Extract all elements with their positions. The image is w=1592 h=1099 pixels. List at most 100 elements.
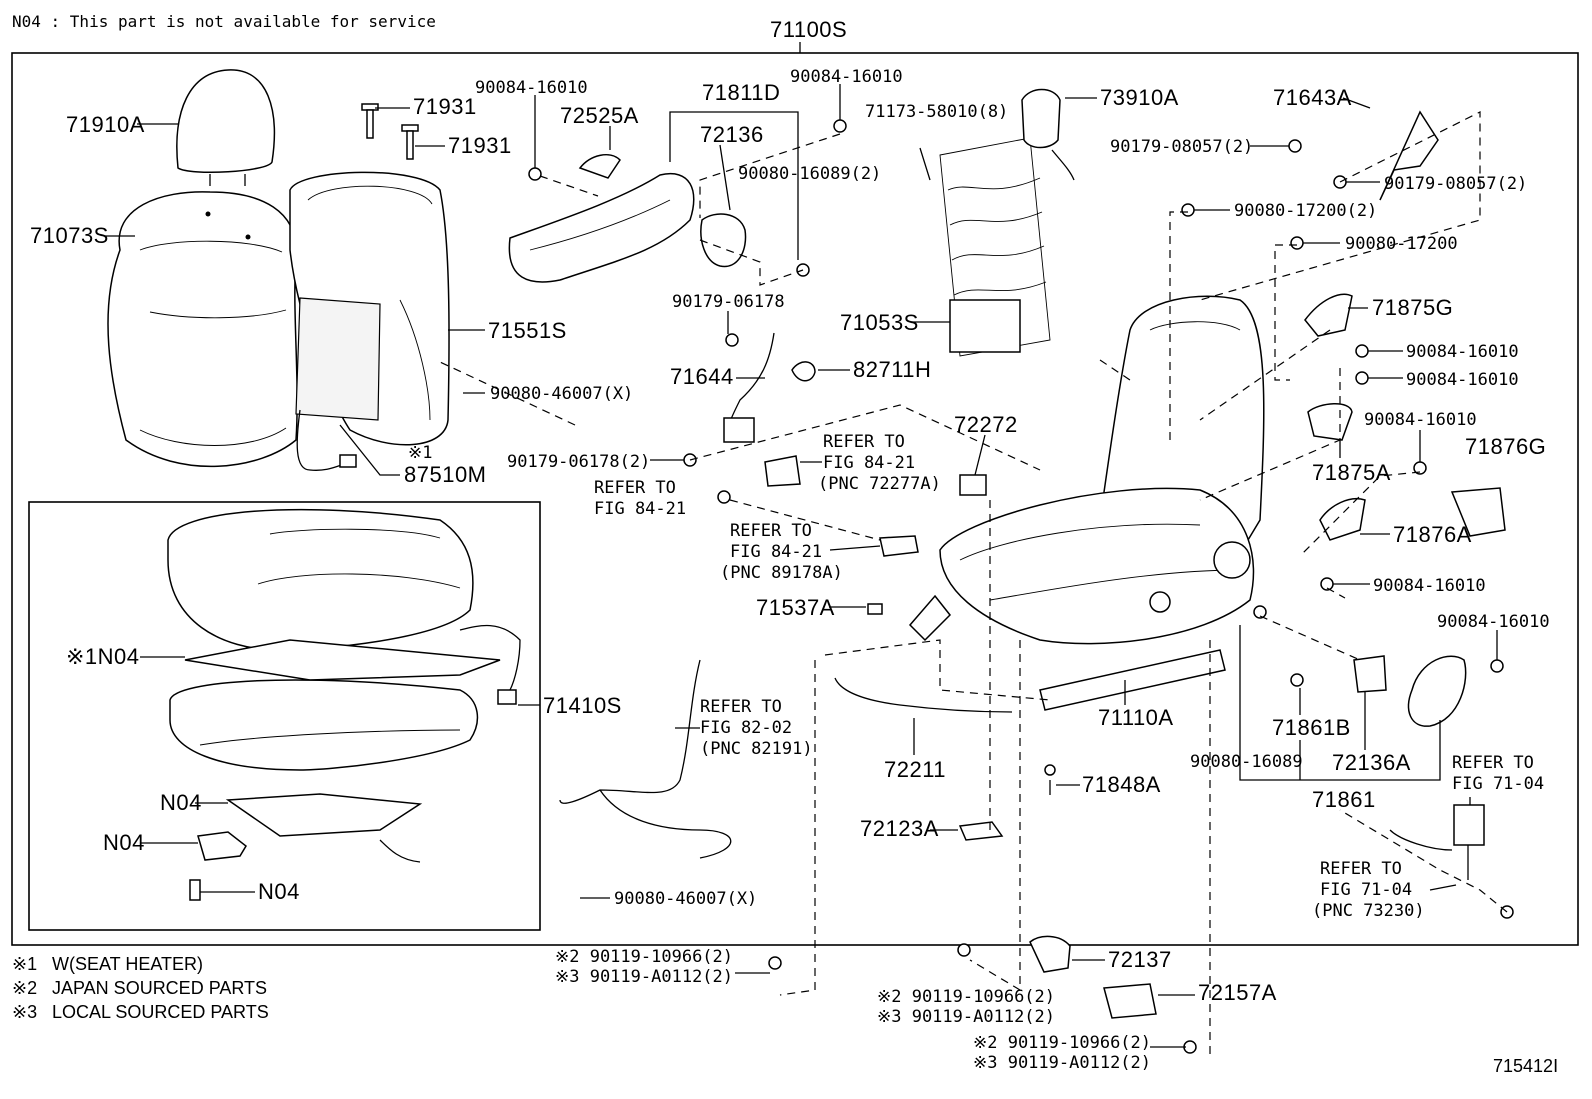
- label-90084-16010-g: 90084-16010: [1437, 612, 1550, 632]
- svg-text:※3 90119-A0112(2): ※3 90119-A0112(2): [555, 967, 733, 987]
- label-90084-16010-e: 90084-16010: [1364, 410, 1477, 430]
- refer-note-82191: REFER TO FIG 82-02 (PNC 82191): [700, 697, 813, 759]
- label-71551S: 71551S: [488, 318, 567, 343]
- refer-note-72277A: REFER TO FIG 84-21 (PNC 72277A): [818, 432, 941, 494]
- legend-item-1: ※1 W(SEAT HEATER): [12, 954, 203, 974]
- label-90080-46007-b: 90080-46007(X): [614, 889, 757, 909]
- label-72157A: 72157A: [1198, 980, 1277, 1005]
- label-71410S: 71410S: [543, 693, 622, 718]
- headrest-drawing: [176, 69, 276, 186]
- label-90084-16010-c: 90084-16010: [1406, 342, 1519, 362]
- svg-text:FIG 84-21: FIG 84-21: [594, 499, 686, 519]
- bolt-notes: ※2 90119-10966(2) ※3 90119-A0112(2) ※2 9…: [555, 947, 1151, 1073]
- label-73910A: 73910A: [1100, 85, 1179, 110]
- legend-item-2: ※2 JAPAN SOURCED PARTS: [12, 978, 267, 998]
- label-71053S: 71053S: [840, 310, 919, 335]
- label-71931-b: 71931: [448, 133, 512, 158]
- refer-note-73230: REFER TO FIG 71-04 (PNC 73230): [1312, 859, 1425, 921]
- label-90084-16010-f: 90084-16010: [1373, 576, 1486, 596]
- label-71875G: 71875G: [1372, 295, 1453, 320]
- svg-text:(PNC 73230): (PNC 73230): [1312, 901, 1425, 921]
- svg-text:※2 90119-10966(2): ※2 90119-10966(2): [555, 947, 733, 967]
- svg-text:※3: ※3: [12, 1002, 37, 1022]
- svg-text:REFER TO: REFER TO: [1452, 753, 1534, 773]
- svg-text:FIG 84-21: FIG 84-21: [730, 542, 822, 562]
- label-72211: 72211: [884, 757, 946, 782]
- refer-note-89178A: REFER TO FIG 84-21 (PNC 89178A): [720, 521, 843, 583]
- label-71848A: 71848A: [1082, 772, 1161, 797]
- label-71876A: 71876A: [1393, 522, 1472, 547]
- svg-text:(PNC 72277A): (PNC 72277A): [818, 474, 941, 494]
- label-90084-16010-b: 90084-16010: [790, 67, 903, 87]
- cushion-inset-frame: [28, 501, 541, 931]
- seat-frame-drawing: [939, 295, 1265, 711]
- label-71643A: 71643A: [1273, 85, 1352, 110]
- svg-text:FIG 71-04: FIG 71-04: [1452, 774, 1544, 794]
- svg-text:(PNC 89178A): (PNC 89178A): [720, 563, 843, 583]
- leader-lines: [105, 84, 1498, 1048]
- label-71073S: 71073S: [30, 223, 109, 248]
- label-72136A: 72136A: [1332, 750, 1411, 775]
- label-72123A: 72123A: [860, 816, 939, 841]
- svg-text:※2 90119-10966(2): ※2 90119-10966(2): [973, 1033, 1151, 1053]
- bolt-note-middle: ※2 90119-10966(2) ※3 90119-A0112(2): [877, 987, 1055, 1027]
- label-72137: 72137: [1108, 947, 1172, 972]
- label-90084-16010-a: 90084-16010: [475, 78, 588, 98]
- svg-text:※2 90119-10966(2): ※2 90119-10966(2): [877, 987, 1055, 1007]
- svg-text:W(SEAT HEATER): W(SEAT HEATER): [52, 954, 203, 974]
- seatback-spring-drawing: [939, 137, 1051, 357]
- headrest-guide-drawing: [361, 103, 419, 160]
- label-82711H: 82711H: [853, 357, 931, 382]
- main-assembly-label: 71100S: [770, 17, 847, 42]
- svg-text:LOCAL SOURCED PARTS: LOCAL SOURCED PARTS: [52, 1002, 269, 1022]
- label-71537A: 71537A: [756, 595, 835, 620]
- refer-notes: REFER TO FIG 84-21 (PNC 72277A) REFER TO…: [594, 432, 1544, 921]
- label-90179-06178: 90179-06178: [672, 292, 785, 312]
- label-N04-c: N04: [258, 879, 300, 904]
- label-71876G: 71876G: [1465, 434, 1546, 459]
- label-72525A: 72525A: [560, 103, 639, 128]
- part-labels: 71910A 71931 71931 71073S 71551S 90080-4…: [30, 67, 1550, 1005]
- label-90084-16010-d: 90084-16010: [1406, 370, 1519, 390]
- guide-lines: [439, 111, 1508, 1055]
- label-N04-b: N04: [103, 830, 145, 855]
- label-71861: 71861: [1312, 787, 1376, 812]
- label-72272: 72272: [954, 412, 1018, 437]
- cushion-drawing: [167, 508, 521, 901]
- seatback-cover-drawing: [107, 191, 298, 467]
- label-72136: 72136: [700, 122, 764, 147]
- refer-note-84-21: REFER TO FIG 84-21: [594, 478, 686, 519]
- svg-text:※3 90119-A0112(2): ※3 90119-A0112(2): [973, 1053, 1151, 1073]
- label-71811D: 71811D: [702, 80, 780, 105]
- legend: ※1 W(SEAT HEATER) ※2 JAPAN SOURCED PARTS…: [12, 954, 269, 1022]
- label-71110A: 71110A: [1098, 705, 1174, 730]
- label-71644: 71644: [670, 364, 734, 389]
- label-71910A: 71910A: [66, 112, 145, 137]
- svg-text:FIG 82-02: FIG 82-02: [700, 718, 792, 738]
- label-87510M-mark: ※1: [408, 443, 432, 463]
- label-71931-a: 71931: [413, 94, 477, 119]
- label-71173-58010: 71173-58010(8): [865, 102, 1008, 122]
- label-90080-16089: 90080-16089: [1190, 752, 1303, 772]
- label-90179-08057-a: 90179-08057(2): [1110, 137, 1253, 157]
- label-71861B: 71861B: [1272, 715, 1351, 740]
- svg-text:REFER TO: REFER TO: [1320, 859, 1402, 879]
- bolt-note-right: ※2 90119-10966(2) ※3 90119-A0112(2): [973, 1033, 1151, 1073]
- label-N04-a: N04: [160, 790, 202, 815]
- label-90080-46007-a: 90080-46007(X): [490, 384, 633, 404]
- svg-text:(PNC 82191): (PNC 82191): [700, 739, 813, 759]
- label-87510M: 87510M: [404, 462, 487, 487]
- refer-note-71-04: REFER TO FIG 71-04: [1452, 753, 1544, 794]
- svg-text:※1: ※1: [12, 954, 37, 974]
- figure-id: 715412I: [1493, 1056, 1558, 1076]
- side-shield-drawing: [508, 153, 747, 283]
- svg-text:※2: ※2: [12, 978, 37, 998]
- header-note: N04 : This part is not available for ser…: [12, 12, 436, 31]
- svg-text:REFER TO: REFER TO: [700, 697, 782, 717]
- seatback-pad-drawing: [289, 171, 450, 446]
- label-N04-1: ※1N04: [66, 644, 140, 669]
- label-71875A: 71875A: [1312, 460, 1391, 485]
- svg-text:REFER TO: REFER TO: [730, 521, 812, 541]
- outer-frame: [11, 52, 1579, 946]
